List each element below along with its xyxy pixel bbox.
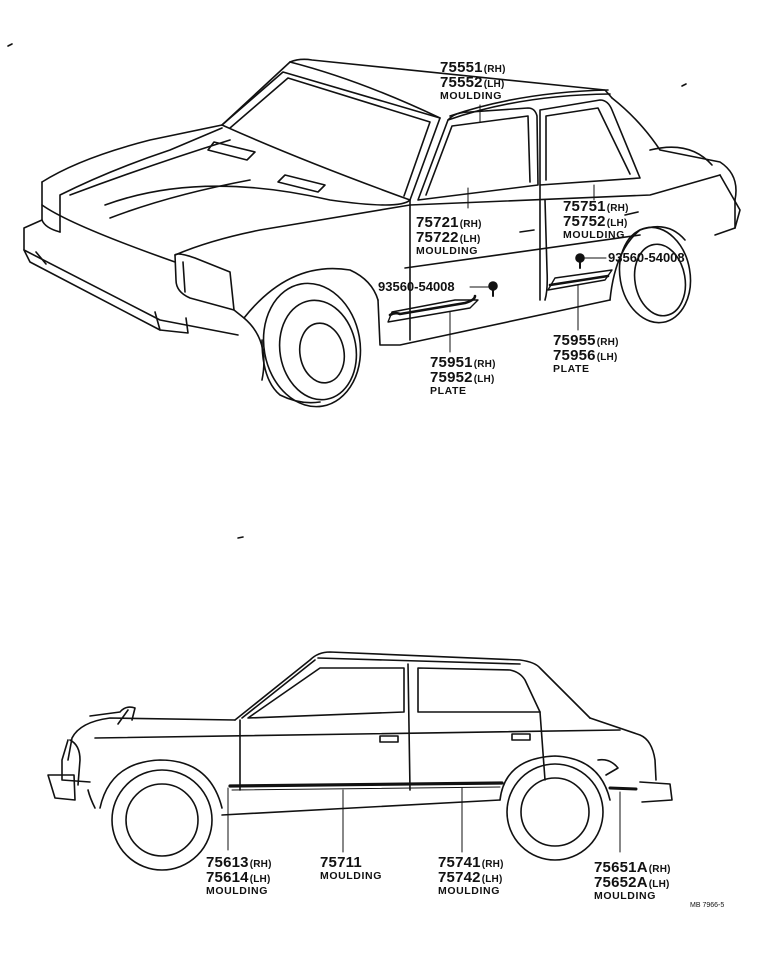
part-number: 75613: [206, 854, 249, 871]
part-number: 75751: [563, 198, 606, 215]
side-tag: (RH): [473, 359, 496, 370]
part-number: 75614: [206, 869, 249, 886]
part-name: MOULDING: [438, 885, 500, 897]
side-tag: (RH): [481, 859, 504, 870]
side-tag: (RH): [483, 64, 506, 75]
side-tag: (LH): [459, 234, 481, 245]
side-tag: (LH): [596, 352, 618, 363]
part-name: MOULDING: [206, 885, 268, 897]
label-screw-front: 93560-54008: [378, 279, 455, 294]
part-number: 75711: [320, 854, 362, 871]
part-number: 75652A: [594, 874, 648, 891]
side-tag: (RH): [648, 864, 671, 875]
label-front-plate: 75951(RH) 75952(LH) PLATE: [430, 355, 496, 397]
side-tag: (RH): [459, 219, 482, 230]
part-number: 75955: [553, 332, 596, 349]
label-rear-door-side-moulding: 75741(RH) 75742(LH) MOULDING: [438, 855, 504, 897]
side-tag: (LH): [249, 874, 271, 885]
drawing-code: MB 7966-5: [690, 902, 725, 909]
part-name: PLATE: [430, 385, 467, 397]
label-front-door-side-moulding: 75711 MOULDING: [320, 855, 382, 882]
side-tag: (LH): [606, 218, 628, 229]
label-front-door-moulding: 75721(RH) 75722(LH) MOULDING: [416, 215, 482, 257]
part-name: MOULDING: [440, 90, 502, 102]
side-tag: (LH): [481, 874, 503, 885]
part-name: MOULDING: [594, 890, 656, 902]
side-tag: (RH): [249, 859, 272, 870]
part-number: 75742: [438, 869, 481, 886]
side-tag: (LH): [473, 374, 495, 385]
label-quarter-moulding: 75651A(RH) 75652A(LH) MOULDING: [594, 860, 671, 902]
label-fender-moulding: 75613(RH) 75614(LH) MOULDING: [206, 855, 272, 897]
part-number: 75552: [440, 74, 483, 91]
label-rear-plate: 75955(RH) 75956(LH) PLATE: [553, 333, 619, 375]
part-number: 75951: [430, 354, 473, 371]
side-tag: (RH): [596, 337, 619, 348]
side-tag: (RH): [606, 203, 629, 214]
label-screw-rear: 93560-54008: [608, 250, 685, 265]
part-number: 75721: [416, 214, 459, 231]
side-tag: (LH): [483, 79, 505, 90]
side-tag: (LH): [648, 879, 670, 890]
part-number: 75956: [553, 347, 596, 364]
part-name: MOULDING: [563, 229, 625, 241]
label-rear-door-moulding: 75751(RH) 75752(LH) MOULDING: [563, 199, 629, 241]
part-number: 75952: [430, 369, 473, 386]
part-name: MOULDING: [416, 245, 478, 257]
part-number: 75741: [438, 854, 481, 871]
part-number: 75722: [416, 229, 459, 246]
part-number: 75651A: [594, 859, 648, 876]
part-name: MOULDING: [320, 870, 382, 882]
part-number: 75551: [440, 59, 483, 76]
part-name: PLATE: [553, 363, 590, 375]
part-number: 75752: [563, 213, 606, 230]
label-roof-moulding: 75551(RH) 75552(LH) MOULDING: [440, 60, 506, 102]
